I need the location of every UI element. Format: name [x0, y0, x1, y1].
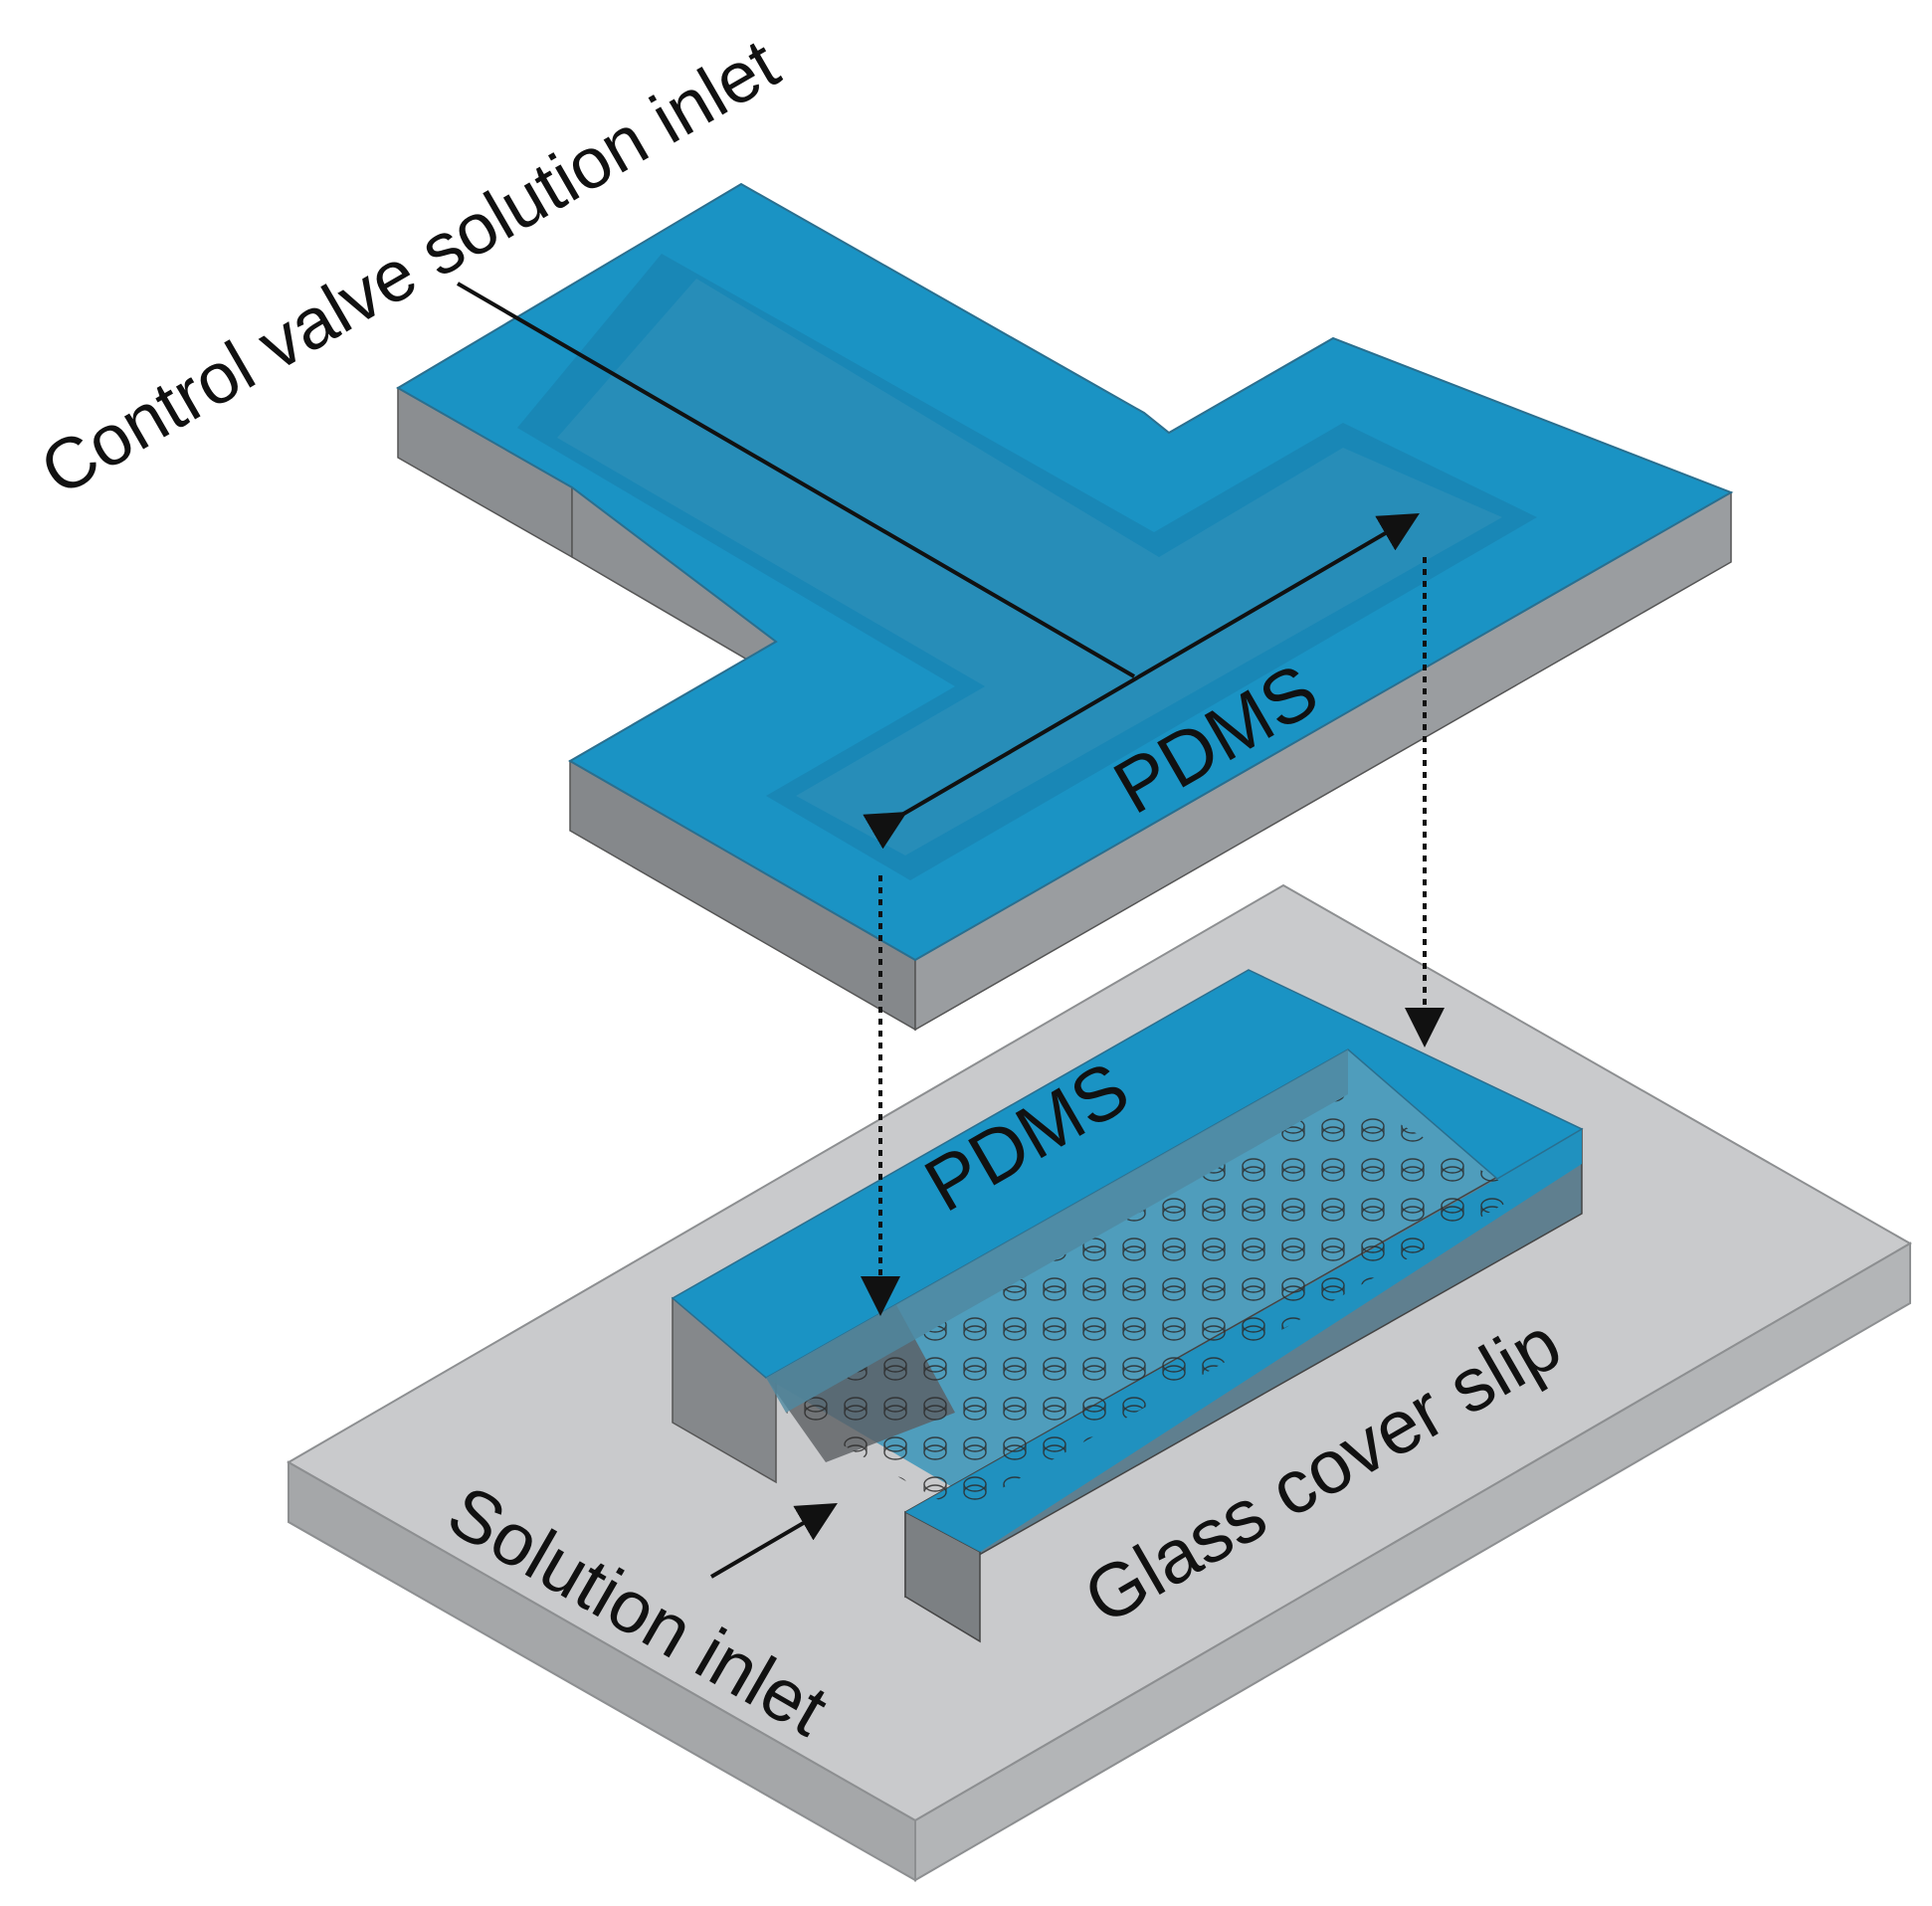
pdms-double-arrow: [863, 512, 1420, 850]
bottom-pdms-back-wall-inner: [766, 1049, 1348, 1413]
top-pdms-layer: [396, 182, 1734, 1032]
annotation-lines: [456, 282, 1445, 1579]
bottom-pdms-block: [671, 969, 1584, 1643]
solution-inlet-arrow: [709, 1502, 838, 1579]
micro-pillar-array: [786, 1094, 1522, 1512]
glass-right-face: [914, 1241, 1911, 1882]
